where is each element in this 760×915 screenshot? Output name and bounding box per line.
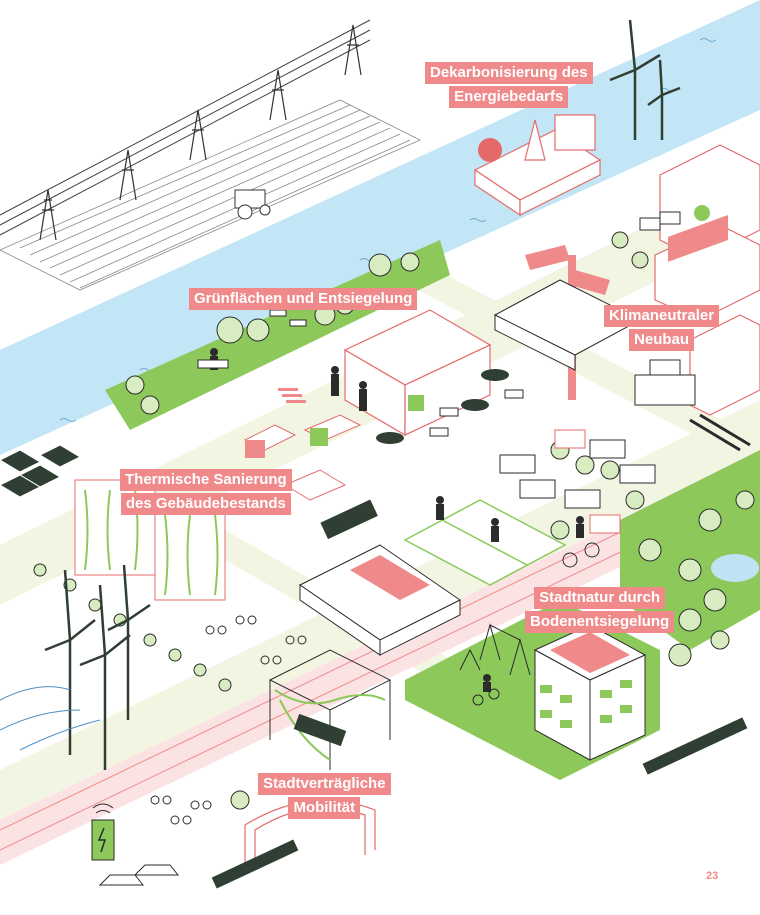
picnic-tables: [429, 389, 524, 437]
tractor-icon: [234, 189, 271, 220]
label-thermal-line1: Thermische Sanierung: [120, 469, 292, 491]
bus-2: [293, 713, 347, 747]
pylons: [39, 24, 362, 241]
crane: [634, 359, 696, 406]
power-lines: [0, 19, 371, 236]
label-mobility-line2: Mobilität: [288, 797, 361, 819]
electric-cars: [98, 864, 180, 886]
long-hall: [299, 544, 461, 656]
cyclist-bike: [472, 542, 600, 706]
label-urban-nature-line2: Bodenentsiegelung: [525, 611, 675, 633]
charging-station: [91, 803, 115, 861]
label-decarbonisation-line2: Energiebedarfs: [449, 86, 569, 108]
people: [210, 348, 584, 692]
trees: [33, 231, 755, 810]
parasols: [376, 369, 509, 444]
label-climate-neutral-line2: Neubau: [629, 329, 695, 351]
solar-panels: [0, 444, 82, 498]
swing-set: [459, 623, 531, 676]
rooftop-solar: [668, 215, 728, 262]
label-urban-nature: Stadtnatur durch Bodenentsiegelung: [525, 587, 675, 635]
decarbonised-factory: [473, 114, 602, 217]
label-green-spaces: Grünflächen und Entsiegelung: [189, 288, 418, 310]
bike-parking: [150, 615, 307, 825]
train-2: [642, 717, 748, 775]
label-decarbonisation: Dekarbonisierung des Energiebedarfs: [425, 62, 593, 110]
green-park-strip: [105, 240, 450, 430]
small-houses: [499, 439, 656, 509]
crosswalk: [278, 388, 306, 403]
label-mobility-line1: Stadtverträgliche: [258, 773, 391, 795]
wind-lines: [0, 686, 101, 751]
wind-turbines-bottom: [44, 564, 151, 770]
hangar-building: [493, 279, 642, 371]
small-houses-red: [554, 429, 621, 534]
recycle-icon: [694, 205, 710, 221]
label-urban-nature-line1: Stadtnatur durch: [534, 587, 666, 609]
pipes: [689, 413, 751, 452]
market-sign: [408, 395, 424, 411]
retrofit-modules: [243, 414, 362, 501]
river: [0, 0, 760, 455]
bus: [320, 499, 378, 540]
market-hall: [343, 309, 492, 437]
label-decarbonisation-line1: Dekarbonisierung des: [425, 62, 593, 84]
benches: [197, 309, 307, 369]
label-climate-neutral-line1: Klimaneutraler: [604, 305, 720, 327]
wind-turbines-top: [609, 19, 681, 140]
rail-corridor: [0, 455, 760, 865]
train: [211, 839, 299, 889]
trucks: [639, 211, 681, 231]
apartment-solar-roof: [550, 632, 630, 673]
balcony-greenery: [540, 680, 632, 728]
page-number: 23: [706, 870, 719, 882]
label-climate-neutral: Klimaneutraler Neubau: [604, 305, 720, 353]
gear-icon: [478, 138, 502, 162]
label-thermal-line2: des Gebäudebestands: [120, 493, 291, 515]
pond: [711, 554, 759, 582]
pergola-vines: [274, 689, 386, 761]
hall-solar-roof: [350, 555, 430, 600]
label-mobility: Stadtverträgliche Mobilität: [258, 773, 391, 821]
label-thermal: Thermische Sanierung des Gebäudebestands: [120, 469, 292, 517]
